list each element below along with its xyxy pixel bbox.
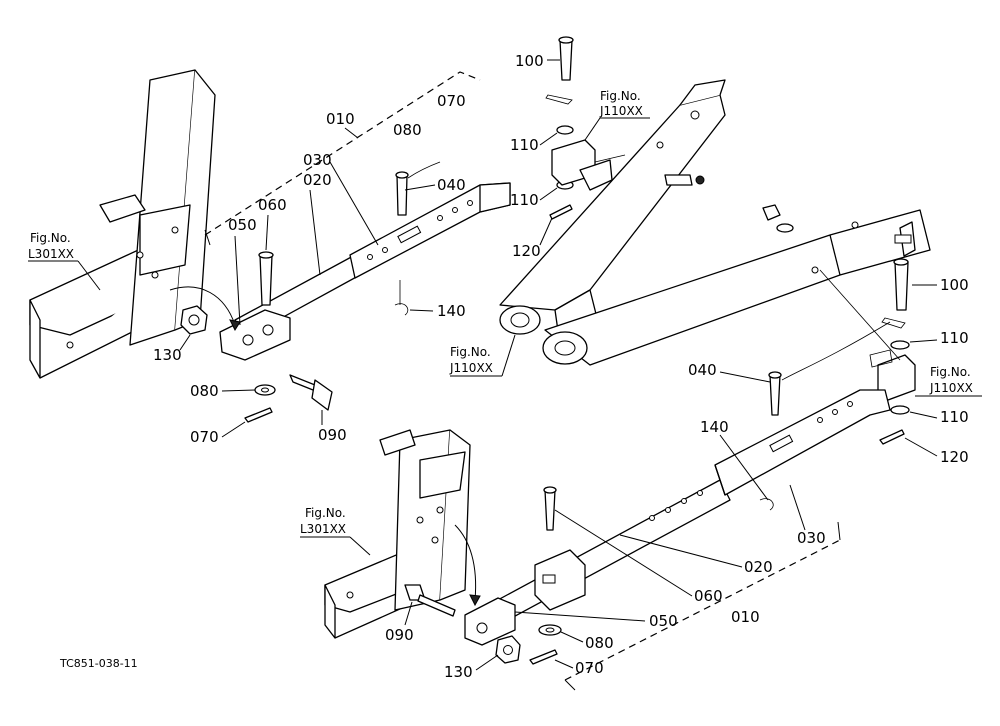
fig-ref-line1: Fig.No. <box>30 231 71 245</box>
callout-070-lower: 070 <box>575 659 604 677</box>
fig-ref-line2: L301XX <box>28 247 74 261</box>
callout-140-upper: 140 <box>437 302 466 320</box>
callout-100-lower: 100 <box>940 276 969 294</box>
fig-ref-upper-left: Fig.No. L301XX <box>28 231 101 291</box>
callout-110-upper-a: 110 <box>510 136 539 154</box>
lower-frame-bracket <box>324 429 471 639</box>
callout-080-upper: 080 <box>393 121 422 139</box>
callout-080-lower: 080 <box>585 634 614 652</box>
callout-070-upper: 070 <box>437 92 466 110</box>
callout-030-lower: 030 <box>797 529 826 547</box>
callout-110-lower-a: 110 <box>940 329 969 347</box>
fig-ref-line2: J110XX <box>449 361 493 375</box>
callout-040-upper: 040 <box>437 176 466 194</box>
callout-020-upper: 020 <box>303 171 332 189</box>
callout-050-upper: 050 <box>228 216 257 234</box>
fig-ref-line1: Fig.No. <box>930 365 971 379</box>
callout-050-lower: 050 <box>649 612 678 630</box>
lower-link-arm <box>542 204 931 366</box>
fig-ref-line1: Fig.No. <box>305 506 346 520</box>
callout-120-upper: 120 <box>512 242 541 260</box>
fig-ref-top-center: Fig.No. J110XX <box>584 89 650 141</box>
callout-110-upper-b: 110 <box>510 191 539 209</box>
callout-020-lower: 020 <box>744 558 773 576</box>
callout-010-lower: 010 <box>731 608 760 626</box>
fig-ref-line2: J110XX <box>929 381 973 395</box>
callout-090-lower: 090 <box>385 626 414 644</box>
upper-right-callouts: 100 110 110 120 <box>510 52 560 260</box>
callout-030-upper: 030 <box>303 151 332 169</box>
right-link-bracket <box>819 258 916 445</box>
drawing-code: TC851-038-11 <box>59 657 138 670</box>
callout-060-lower: 060 <box>694 587 723 605</box>
callout-130-upper: 130 <box>153 346 182 364</box>
fig-ref-line1: Fig.No. <box>600 89 641 103</box>
callout-080-left: 080 <box>190 382 219 400</box>
upper-stabilizer-assembly <box>169 71 511 423</box>
callout-090-upper: 090 <box>318 426 347 444</box>
upper-callouts: 010 030 020 080 070 040 050 060 130 080 … <box>153 92 466 446</box>
fig-ref-lower-left: Fig.No. L301XX <box>300 506 371 556</box>
callout-140-lower: 140 <box>700 418 729 436</box>
fig-ref-line2: J110XX <box>599 104 643 118</box>
lower-stabilizer-assembly <box>404 321 891 691</box>
fig-ref-line1: Fig.No. <box>450 345 491 359</box>
lower-callouts: 040 140 030 020 060 050 010 080 070 090 … <box>385 361 826 681</box>
callout-040-lower: 040 <box>688 361 717 379</box>
fig-ref-middle: Fig.No. J110XX <box>449 334 516 377</box>
callout-010-upper: 010 <box>326 110 355 128</box>
callout-060-upper: 060 <box>258 196 287 214</box>
fig-ref-right: Fig.No. J110XX <box>915 365 982 397</box>
fig-ref-line2: L301XX <box>300 522 346 536</box>
callout-120-lower: 120 <box>940 448 969 466</box>
callout-100-upper: 100 <box>515 52 544 70</box>
callout-130-lower: 130 <box>444 663 473 681</box>
callout-070-left: 070 <box>190 428 219 446</box>
right-callouts: 100 110 110 120 <box>904 276 969 466</box>
callout-110-lower-b: 110 <box>940 408 969 426</box>
